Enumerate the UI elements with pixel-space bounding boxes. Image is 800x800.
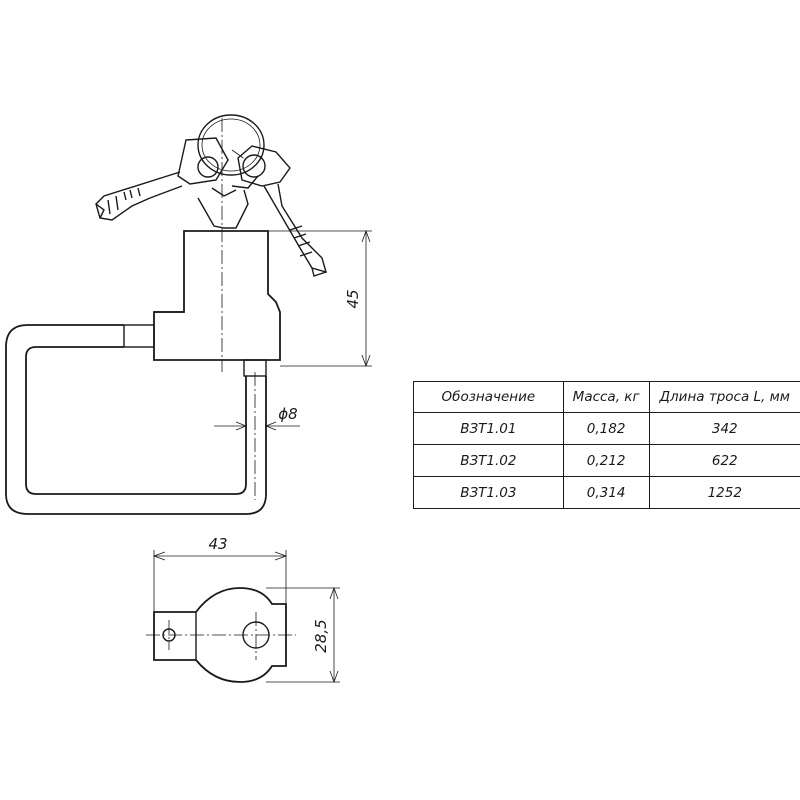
header-mass: Масса, кг	[562, 381, 650, 413]
dimension-43-label: 43	[208, 535, 227, 553]
cell-cable-length: 1252	[648, 476, 800, 509]
right-key	[231, 145, 328, 277]
table-row: ВЗТ1.03 0,314 1252	[413, 476, 800, 509]
key-shanks	[197, 187, 249, 229]
cell-designation: ВЗТ1.01	[413, 412, 564, 445]
dimension-diameter: ϕ8	[214, 405, 300, 431]
specification-table: Обозначение Масса, кг Длина троса L, мм …	[413, 381, 800, 509]
cell-cable-length: 622	[648, 444, 800, 477]
cell-mass: 0,314	[562, 476, 650, 509]
dimension-28-5-label: 28,5	[312, 619, 330, 652]
plate-view	[146, 587, 296, 683]
dimension-diameter-label: ϕ8	[278, 405, 297, 423]
table-row: ВЗТ1.02 0,212 622	[413, 444, 800, 477]
lock-body	[123, 230, 281, 377]
dimension-45-label: 45	[344, 289, 362, 308]
header-designation: Обозначение	[413, 381, 564, 413]
dimension-28-5: 28,5	[266, 586, 340, 684]
table-row: ВЗТ1.01 0,182 342	[413, 412, 800, 445]
cell-mass: 0,212	[562, 444, 650, 477]
center-lines-top	[221, 118, 256, 500]
cell-designation: ВЗТ1.02	[413, 444, 564, 477]
cable-loop	[5, 324, 267, 515]
table-header-row: Обозначение Масса, кг Длина троса L, мм	[413, 381, 800, 413]
key-ring	[197, 114, 265, 176]
dimension-43: 43	[152, 535, 288, 612]
header-cable-length: Длина троса L, мм	[648, 381, 800, 413]
dimension-45: 45	[268, 229, 372, 368]
cell-cable-length: 342	[648, 412, 800, 445]
left-key	[95, 137, 229, 221]
cell-mass: 0,182	[562, 412, 650, 445]
cell-designation: ВЗТ1.03	[413, 476, 564, 509]
